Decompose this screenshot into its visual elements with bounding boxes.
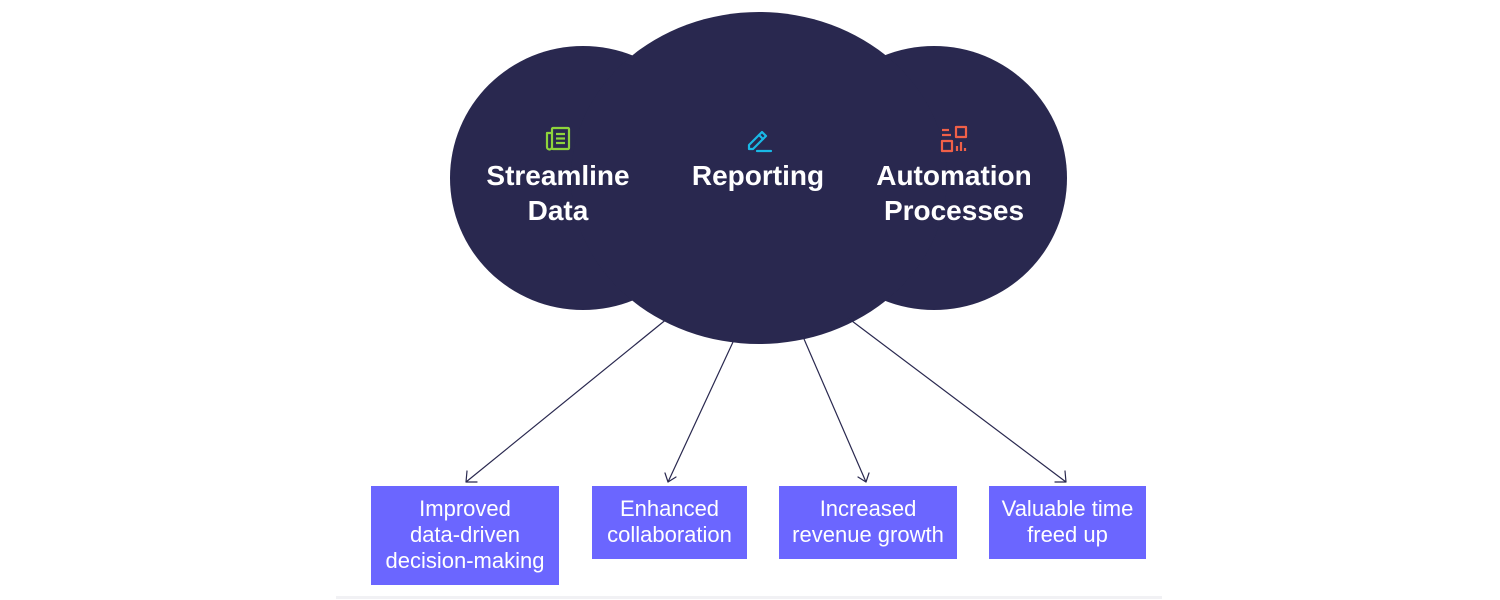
arrowhead-outcome-1	[465, 470, 478, 483]
pillar-reporting-line1: Reporting	[691, 160, 825, 191]
cloud	[450, 12, 1067, 344]
outcome-4-line1: Valuable time	[1001, 496, 1134, 521]
newspaper-icon	[545, 126, 571, 151]
pillar-streamline-line1: Streamline	[486, 160, 630, 191]
arrowhead-outcome-4	[1054, 470, 1067, 483]
outcome-1-line1: Improved	[419, 496, 511, 521]
pillar-automation-line1: Automation	[876, 160, 1032, 191]
arrowhead-outcome-2	[664, 472, 677, 483]
outcome-2-line1: Enhanced	[619, 496, 720, 521]
connector-to-outcome-1	[465, 317, 669, 483]
outcome-2-line2: collaboration	[607, 522, 732, 547]
connector-to-outcome-3	[803, 338, 867, 483]
outcome-box-valuable-time-freed-up: Valuable time freed up	[989, 486, 1146, 559]
pillar-streamline-data: Streamline Data	[468, 124, 648, 228]
pillar-streamline-line2: Data	[527, 195, 589, 226]
outcome-box-enhanced-collaboration: Enhanced collaboration	[592, 486, 747, 559]
bottom-divider	[336, 596, 1162, 599]
pillar-automation-line2: Processes	[883, 195, 1025, 226]
outcome-3-line2: revenue growth	[792, 522, 944, 547]
pillar-automation-processes: Automation Processes	[854, 124, 1054, 228]
arrowhead-outcome-3	[857, 472, 870, 483]
cloud-lobe-center	[571, 12, 947, 344]
outcome-box-increased-revenue-growth: Increased revenue growth	[779, 486, 957, 559]
pencil-icon	[747, 130, 773, 153]
outcome-1-line2: data-driven	[409, 522, 521, 547]
outcome-1-line3: decision-making	[385, 548, 545, 573]
connectors	[465, 317, 1067, 483]
connector-to-outcome-4	[847, 317, 1067, 483]
pillar-reporting: Reporting	[668, 124, 848, 193]
outcome-4-line2: freed up	[1027, 522, 1108, 547]
outcome-box-improved-decision-making: Improved data-driven decision-making	[371, 486, 559, 585]
outcome-3-line1: Increased	[819, 496, 917, 521]
connector-to-outcome-2	[667, 341, 734, 483]
dashboard-grid-icon	[940, 125, 968, 153]
